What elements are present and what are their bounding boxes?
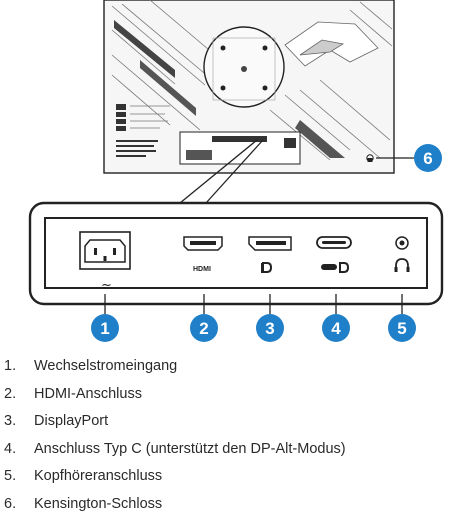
rog-logo-icon xyxy=(284,21,379,67)
callout-badge-2: 2 xyxy=(190,314,218,342)
legend-number: 5. xyxy=(4,468,17,484)
displayport-icon xyxy=(248,236,292,273)
stripe-block xyxy=(295,120,345,158)
legend-number: 4. xyxy=(4,441,17,457)
svg-text:6: 6 xyxy=(423,149,432,168)
svg-text:2: 2 xyxy=(199,319,208,338)
rear-label-block xyxy=(116,104,158,157)
monitor-rear-diagram: HDMI ~ 1 2 3 4 5 6 xyxy=(28,0,444,342)
callout-lines xyxy=(104,294,403,314)
hdmi-port-icon xyxy=(183,236,223,251)
legend-text: HDMI-Anschluss xyxy=(34,386,142,402)
callout-badge-6: 6 xyxy=(414,144,442,172)
legend-number: 3. xyxy=(4,413,17,429)
kensington-lock-icon xyxy=(366,154,374,162)
svg-text:5: 5 xyxy=(397,319,406,338)
rear-label-lines xyxy=(130,105,170,129)
legend-text: Kopfhöreranschluss xyxy=(34,468,163,484)
usb-c-port-icon xyxy=(316,236,352,273)
svg-text:1: 1 xyxy=(100,319,109,338)
zoom-connector xyxy=(179,139,264,204)
ac-label: ~ xyxy=(101,278,112,293)
callout-badge-5: 5 xyxy=(388,314,416,342)
callout-badge-1: 1 xyxy=(91,314,119,342)
monitor-back xyxy=(103,0,414,174)
rear-port-area xyxy=(179,131,301,165)
hdmi-label: HDMI xyxy=(193,266,211,273)
legend-text: Wechselstromeingang xyxy=(34,358,178,374)
stripe-block xyxy=(114,20,175,78)
svg-text:4: 4 xyxy=(331,319,341,338)
legend-text: Kensington-Schloss xyxy=(34,496,163,512)
vesa-mount xyxy=(203,26,285,108)
legend-number: 1. xyxy=(4,358,17,374)
legend-text: DisplayPort xyxy=(34,413,109,429)
svg-text:3: 3 xyxy=(265,319,274,338)
ac-inlet-icon xyxy=(79,231,131,270)
callout-badge-4: 4 xyxy=(322,314,350,342)
legend-number: 6. xyxy=(4,496,17,512)
port-panel: HDMI ~ xyxy=(28,201,444,306)
callout-badge-3: 3 xyxy=(256,314,284,342)
legend-number: 2. xyxy=(4,386,17,402)
legend-text: Anschluss Typ C (unterstützt den DP-Alt-… xyxy=(34,441,346,457)
stripe-block xyxy=(140,60,196,116)
headphone-jack-icon xyxy=(394,236,410,272)
